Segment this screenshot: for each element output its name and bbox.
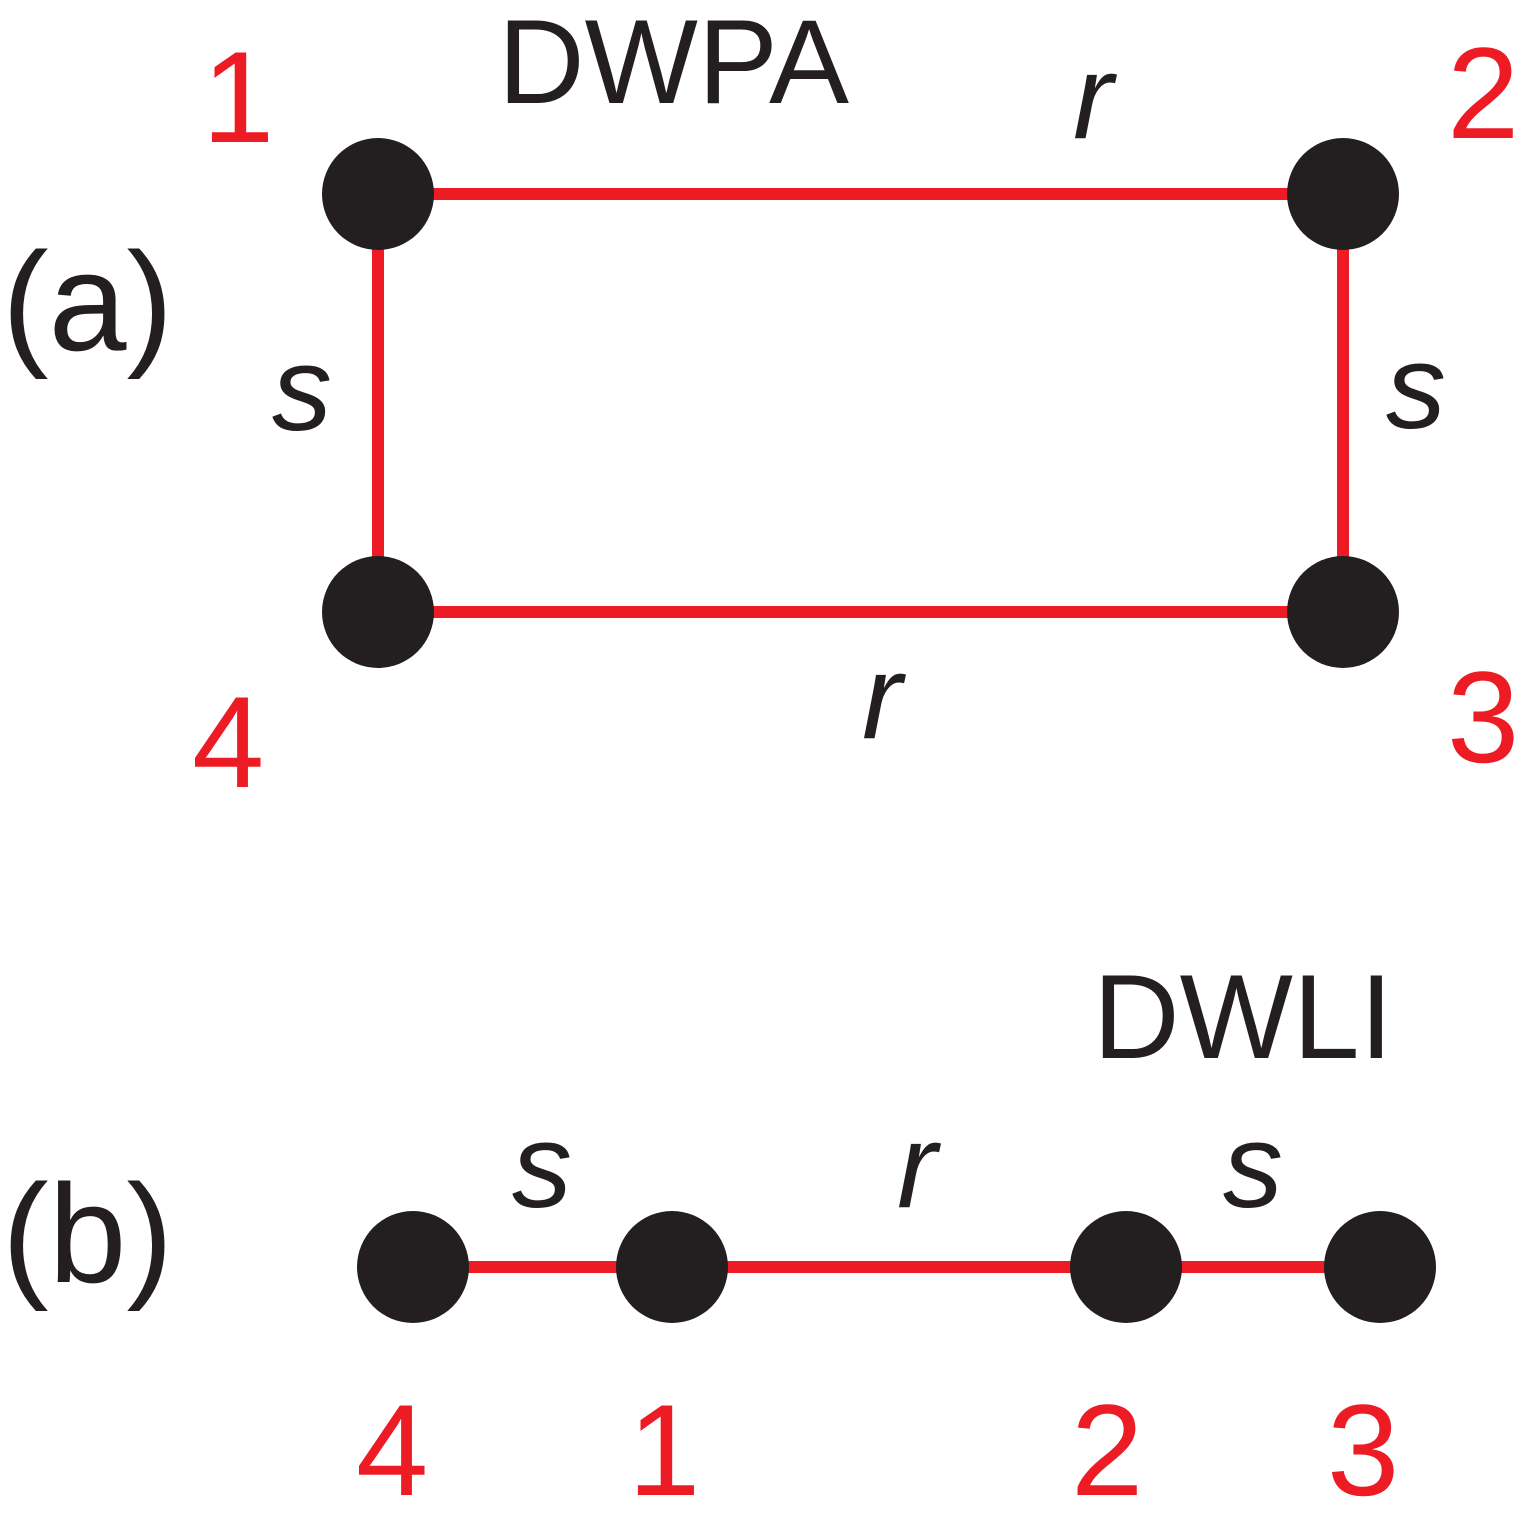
panel-a-edge-1-2-label: r bbox=[1073, 30, 1117, 164]
panel-b-node-4 bbox=[357, 1211, 469, 1323]
panel-a-node-4 bbox=[322, 556, 434, 668]
panel-a: (a) DWPA r s r s 1 2 3 4 bbox=[2, 0, 1519, 815]
panel-a-node-2-number: 2 bbox=[1447, 20, 1519, 166]
panel-b-node-3 bbox=[1324, 1211, 1436, 1323]
panel-b-edge-2-3-label: s bbox=[1223, 1099, 1283, 1233]
panel-a-edge-3-4-label: r bbox=[862, 630, 906, 764]
panel-b-edge-4-1-label: s bbox=[512, 1099, 572, 1233]
panel-b-edge-1-2-label: r bbox=[897, 1099, 941, 1233]
panel-a-label: (a) bbox=[2, 223, 173, 380]
panel-a-node-4-number: 4 bbox=[192, 669, 264, 815]
panel-b-node-1 bbox=[616, 1211, 728, 1323]
panel-a-node-1-number: 1 bbox=[202, 24, 274, 170]
panel-b-node-2 bbox=[1070, 1211, 1182, 1323]
panel-b-title: DWLI bbox=[1093, 950, 1393, 1084]
panel-a-edge-2-3-label: s bbox=[1386, 320, 1446, 454]
panel-b-node-3-number: 3 bbox=[1327, 1377, 1399, 1523]
panel-b: (b) DWLI s r s 4 1 2 3 bbox=[2, 950, 1436, 1523]
panel-b-node-2-number: 2 bbox=[1071, 1377, 1143, 1523]
panel-a-node-3-number: 3 bbox=[1447, 644, 1519, 790]
panel-a-node-3 bbox=[1287, 556, 1399, 668]
panel-b-node-1-number: 1 bbox=[628, 1377, 700, 1523]
panel-b-label: (b) bbox=[2, 1155, 173, 1312]
panel-b-node-4-number: 4 bbox=[356, 1377, 428, 1523]
panel-a-edge-4-1-label: s bbox=[272, 322, 332, 456]
panel-a-title: DWPA bbox=[498, 0, 849, 129]
panel-a-node-1 bbox=[322, 138, 434, 250]
panel-a-node-2 bbox=[1287, 138, 1399, 250]
